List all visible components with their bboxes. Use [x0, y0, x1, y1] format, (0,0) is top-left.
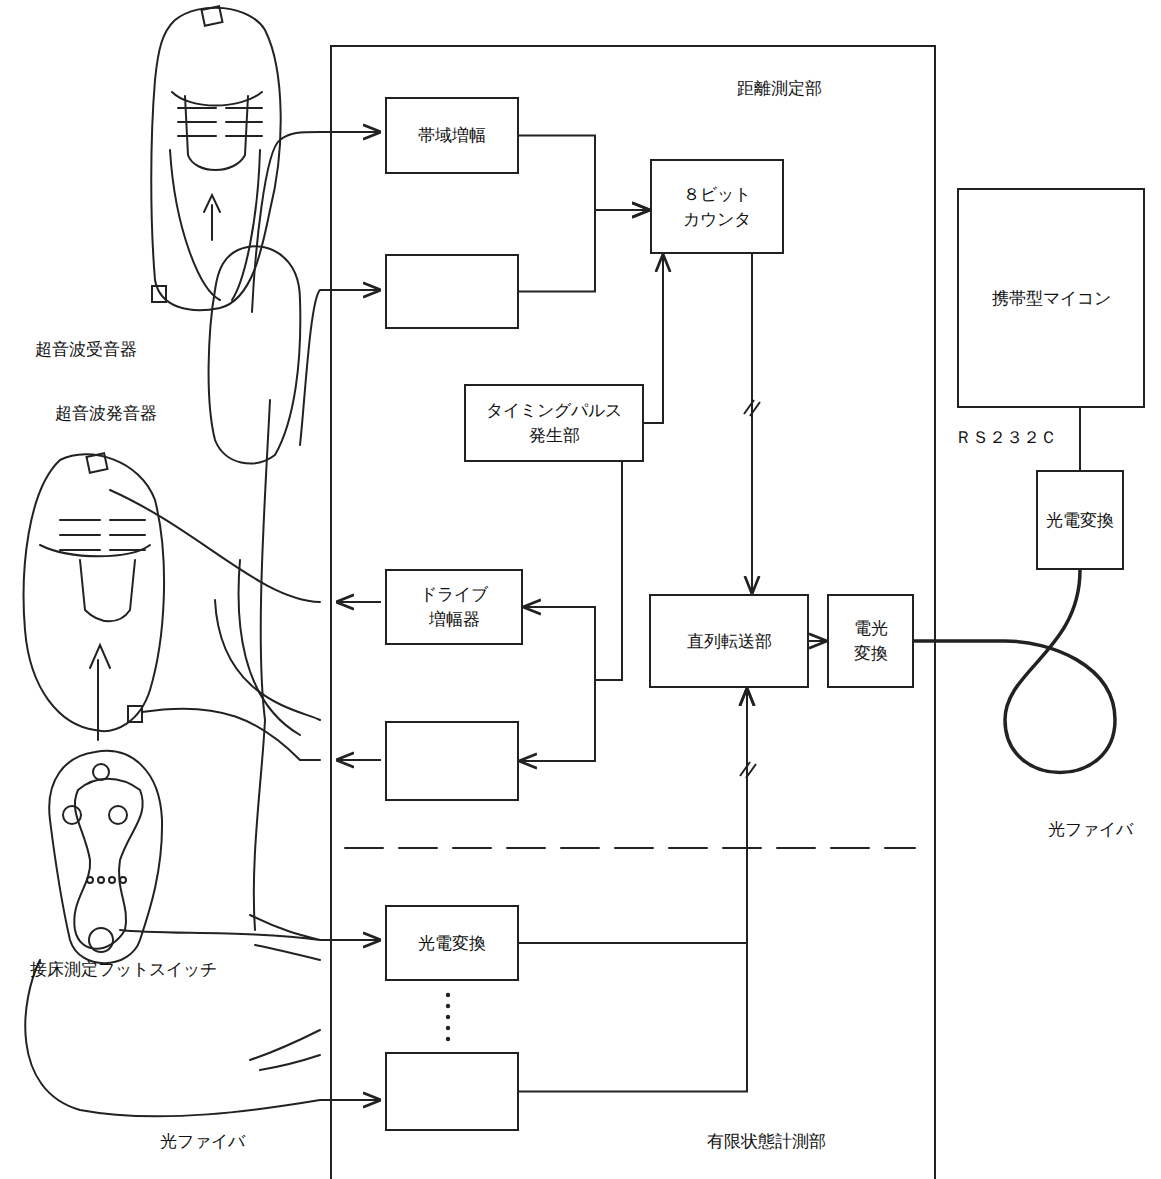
- part-label: 光ファイバ: [1048, 818, 1133, 841]
- section-title: 距離測定部: [737, 77, 822, 100]
- block-box: タイミングパルス 発生部: [464, 384, 644, 462]
- part-label: 超音波発音器: [55, 402, 157, 425]
- block-box: 帯域増幅: [385, 97, 519, 174]
- block-box: 光電変換: [385, 905, 519, 981]
- section-title: 有限状態計測部: [707, 1130, 826, 1153]
- signal-connector: [519, 136, 650, 211]
- box-label: 光電変換: [1040, 504, 1120, 537]
- signal-connector: [519, 210, 650, 292]
- box-label: 電光 変換: [829, 612, 912, 669]
- block-box: ８ビット カウンタ: [650, 159, 784, 254]
- box-label: 帯域増幅: [412, 119, 492, 152]
- box-label: ８ビット カウンタ: [652, 178, 782, 235]
- unit-frame: 距離測定部有限状態計測部 帯域増幅 ８ビット カウンタタイミングパルス 発生部ドライ…: [330, 45, 936, 1179]
- signal-connector: [523, 462, 622, 680]
- signal-connector: [914, 570, 1115, 773]
- box-label: 直列転送部: [681, 625, 778, 658]
- part-label: 光ファイバ: [160, 1130, 245, 1153]
- signal-connector: [519, 462, 622, 761]
- signal-connector: [1079, 408, 1081, 470]
- signal-connector: [809, 640, 827, 642]
- signal-connector: [644, 254, 663, 423]
- part-label: 接床測定フットスイッチ: [30, 958, 217, 981]
- box-label: 携帯型マイコン: [986, 282, 1117, 315]
- block-box: ドライブ 増幅器: [385, 569, 523, 645]
- box-label: タイミングパルス 発生部: [466, 394, 642, 451]
- block-box: [385, 1052, 519, 1131]
- part-label: 超音波受音器: [35, 338, 137, 361]
- signal-connector: [519, 688, 747, 1092]
- signal-connector: [519, 688, 747, 943]
- box-label: 光電変換: [412, 927, 492, 960]
- block-box: 電光 変換: [827, 594, 914, 688]
- block-box: [385, 721, 519, 801]
- block-box: [385, 254, 519, 329]
- block-box: 光電変換: [1036, 470, 1124, 570]
- block-box: 直列転送部: [649, 594, 809, 688]
- block-box: 携帯型マイコン: [957, 188, 1145, 408]
- part-label: ＲＳ２３２Ｃ: [955, 426, 1057, 449]
- signal-connector: [751, 254, 753, 594]
- box-label: ドライブ 増幅器: [387, 578, 521, 635]
